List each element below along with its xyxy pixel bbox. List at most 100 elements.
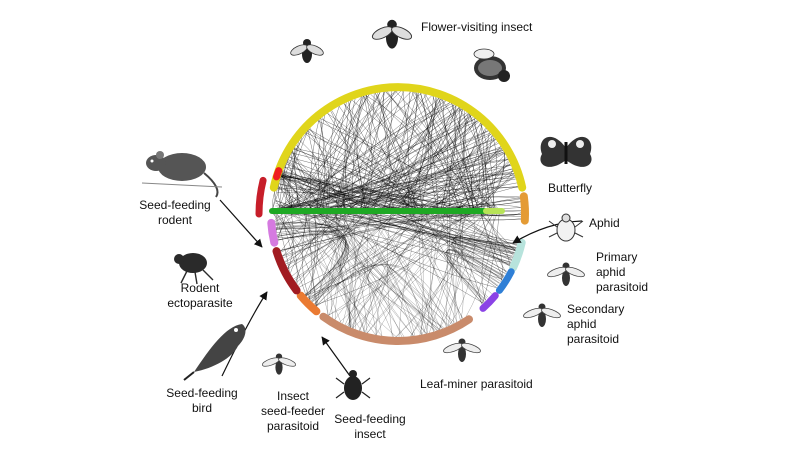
link-flower — [296, 130, 489, 210]
link-aphid-primary — [453, 236, 516, 277]
link-leafminer — [395, 212, 494, 338]
link-leafminer — [275, 212, 438, 331]
link-flower — [352, 94, 427, 210]
pointer-aphid — [512, 220, 583, 244]
link-seedbird-insectparasitoid — [275, 224, 340, 266]
link-leafminer — [284, 212, 397, 338]
link-flower — [430, 97, 439, 210]
link-flower — [375, 93, 419, 210]
link-flower — [286, 161, 343, 210]
link-secondary — [429, 212, 482, 305]
rodent-icon — [141, 151, 223, 198]
link-flower — [274, 165, 512, 210]
link-aphid-primary — [450, 243, 511, 287]
arc-seedinsect — [296, 291, 321, 316]
link-flower — [442, 103, 456, 210]
link-seedbird — [296, 212, 328, 284]
link-rodent — [281, 174, 405, 214]
link-flower — [363, 95, 413, 210]
link-flower — [395, 143, 499, 210]
link-seedinsect-insectparasitoid — [276, 230, 346, 296]
link-seedinsect — [316, 212, 367, 307]
link-flower — [316, 96, 362, 210]
fly-icon — [290, 39, 324, 63]
link-flower — [338, 105, 411, 210]
link-flower — [419, 127, 486, 210]
link-seedinsect-insectparasitoid — [277, 233, 349, 305]
wasp-icon — [547, 262, 585, 286]
link-butterfly — [440, 196, 520, 210]
link-leafminer — [364, 212, 452, 333]
link-flower — [458, 107, 479, 210]
link-flower — [295, 102, 451, 210]
link-flower — [402, 91, 410, 210]
link-secondary — [316, 212, 484, 304]
link-flower — [284, 166, 355, 210]
link-primary-secondary — [444, 252, 501, 304]
link-insectparasitoid — [272, 212, 278, 233]
link-seedinsect — [308, 212, 317, 306]
link-insectparasitoid — [275, 212, 480, 230]
link-flower — [284, 108, 462, 210]
link-flower — [413, 91, 471, 210]
pointer-rodent — [219, 199, 263, 248]
link-leafminer — [339, 212, 478, 323]
link-secondary — [411, 212, 485, 302]
link-seedbird — [287, 212, 384, 270]
link-flower — [370, 93, 494, 210]
butterfly-icon — [540, 136, 592, 167]
link-flower — [330, 110, 366, 210]
arc-ectoparasite — [255, 176, 267, 218]
label-pointers — [219, 199, 583, 377]
link-flower — [449, 109, 463, 210]
link-flower — [423, 93, 459, 210]
link-flower — [322, 186, 519, 210]
link-seedinsect-insectparasitoid — [275, 222, 348, 302]
link-seedbird — [285, 212, 368, 265]
link-seedbird — [284, 212, 337, 263]
link-seedinsect-insectparasitoid — [276, 231, 349, 305]
link-flower — [366, 95, 417, 210]
link-leafminer — [367, 212, 485, 334]
link-flower — [308, 128, 439, 210]
link-leafminer — [369, 212, 452, 325]
arc-butterfly — [519, 192, 529, 225]
link-leafminer — [327, 212, 350, 316]
link-seedinsect — [305, 212, 479, 296]
link-flower — [385, 91, 499, 210]
link-seedinsect-insectparasitoid — [275, 225, 346, 296]
link-leafminer-seedinsect — [311, 262, 366, 326]
bird-icon — [183, 324, 246, 381]
link-leafminer — [398, 212, 421, 338]
link-flower — [318, 119, 330, 210]
link-primary — [318, 212, 497, 288]
link-leafminer — [430, 212, 438, 332]
link-aphid — [405, 212, 517, 249]
link-seedinsect — [308, 212, 431, 300]
link-seedbird — [282, 212, 307, 257]
link-flower — [400, 120, 479, 210]
link-flower — [438, 97, 449, 210]
link-seedinsect — [316, 212, 440, 307]
link-leafminer — [366, 212, 480, 334]
link-seedbird — [280, 212, 438, 253]
link-seedbird — [291, 212, 380, 277]
link-flower — [363, 168, 513, 210]
link-flower — [384, 116, 474, 210]
link-leafminer — [410, 212, 463, 337]
link-flower — [275, 98, 440, 210]
link-seedbird — [297, 212, 342, 286]
link-flower — [279, 129, 310, 210]
link-secondary — [425, 212, 483, 304]
link-flower — [281, 175, 426, 210]
link-seedinsect-insectparasitoid — [277, 233, 348, 302]
link-flower — [400, 152, 505, 210]
link-leafminer — [439, 212, 457, 330]
link-leafminer-seedinsect — [316, 263, 453, 325]
link-seedinsect — [311, 212, 424, 302]
link-aphid — [445, 212, 515, 255]
